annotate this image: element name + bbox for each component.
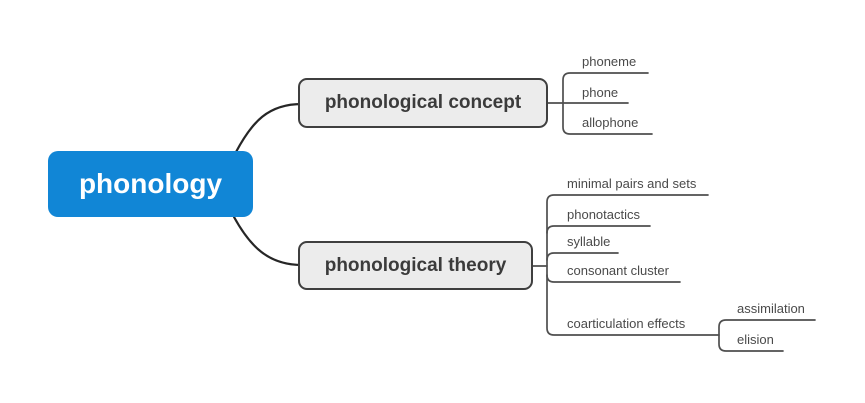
branch-node-label: phonological concept xyxy=(324,92,522,113)
leaf-node-phone[interactable]: phone xyxy=(582,85,619,100)
root-node-phonology[interactable]: phonology xyxy=(48,151,253,217)
leaf-node-consonant-cluster[interactable]: consonant cluster xyxy=(567,263,669,278)
leaf-node-phonotactics[interactable]: phonotactics xyxy=(567,207,640,222)
leaf-node-phoneme[interactable]: phoneme xyxy=(582,54,637,69)
root-to-theory-curve xyxy=(232,215,304,267)
leaf-node-allophone[interactable]: allophone xyxy=(582,115,639,130)
syllable-underline xyxy=(546,252,619,261)
coarticulation-children-bracket xyxy=(718,319,816,352)
leaf-node-minimal-pairs-and-sets[interactable]: minimal pairs and sets xyxy=(567,176,697,191)
branch-node-phonological-concept[interactable]: phonological concept xyxy=(298,78,548,128)
phonotactics-underline xyxy=(546,225,651,234)
root-node-label: phonology xyxy=(78,168,223,199)
concept-children-bracket xyxy=(562,72,653,135)
branch-node-label: phonological theory xyxy=(324,254,507,276)
theory-children-bracket xyxy=(546,194,720,336)
leaf-node-syllable[interactable]: syllable xyxy=(567,234,611,249)
leaf-node-elision[interactable]: elision xyxy=(737,332,774,347)
consonant-cluster-underline xyxy=(546,274,681,283)
leaf-node-assimilation[interactable]: assimilation xyxy=(737,301,805,316)
root-to-concept-curve xyxy=(234,102,304,154)
branch-node-phonological-theory[interactable]: phonological theory xyxy=(298,241,533,290)
leaf-node-coarticulation-effects[interactable]: coarticulation effects xyxy=(567,316,686,331)
